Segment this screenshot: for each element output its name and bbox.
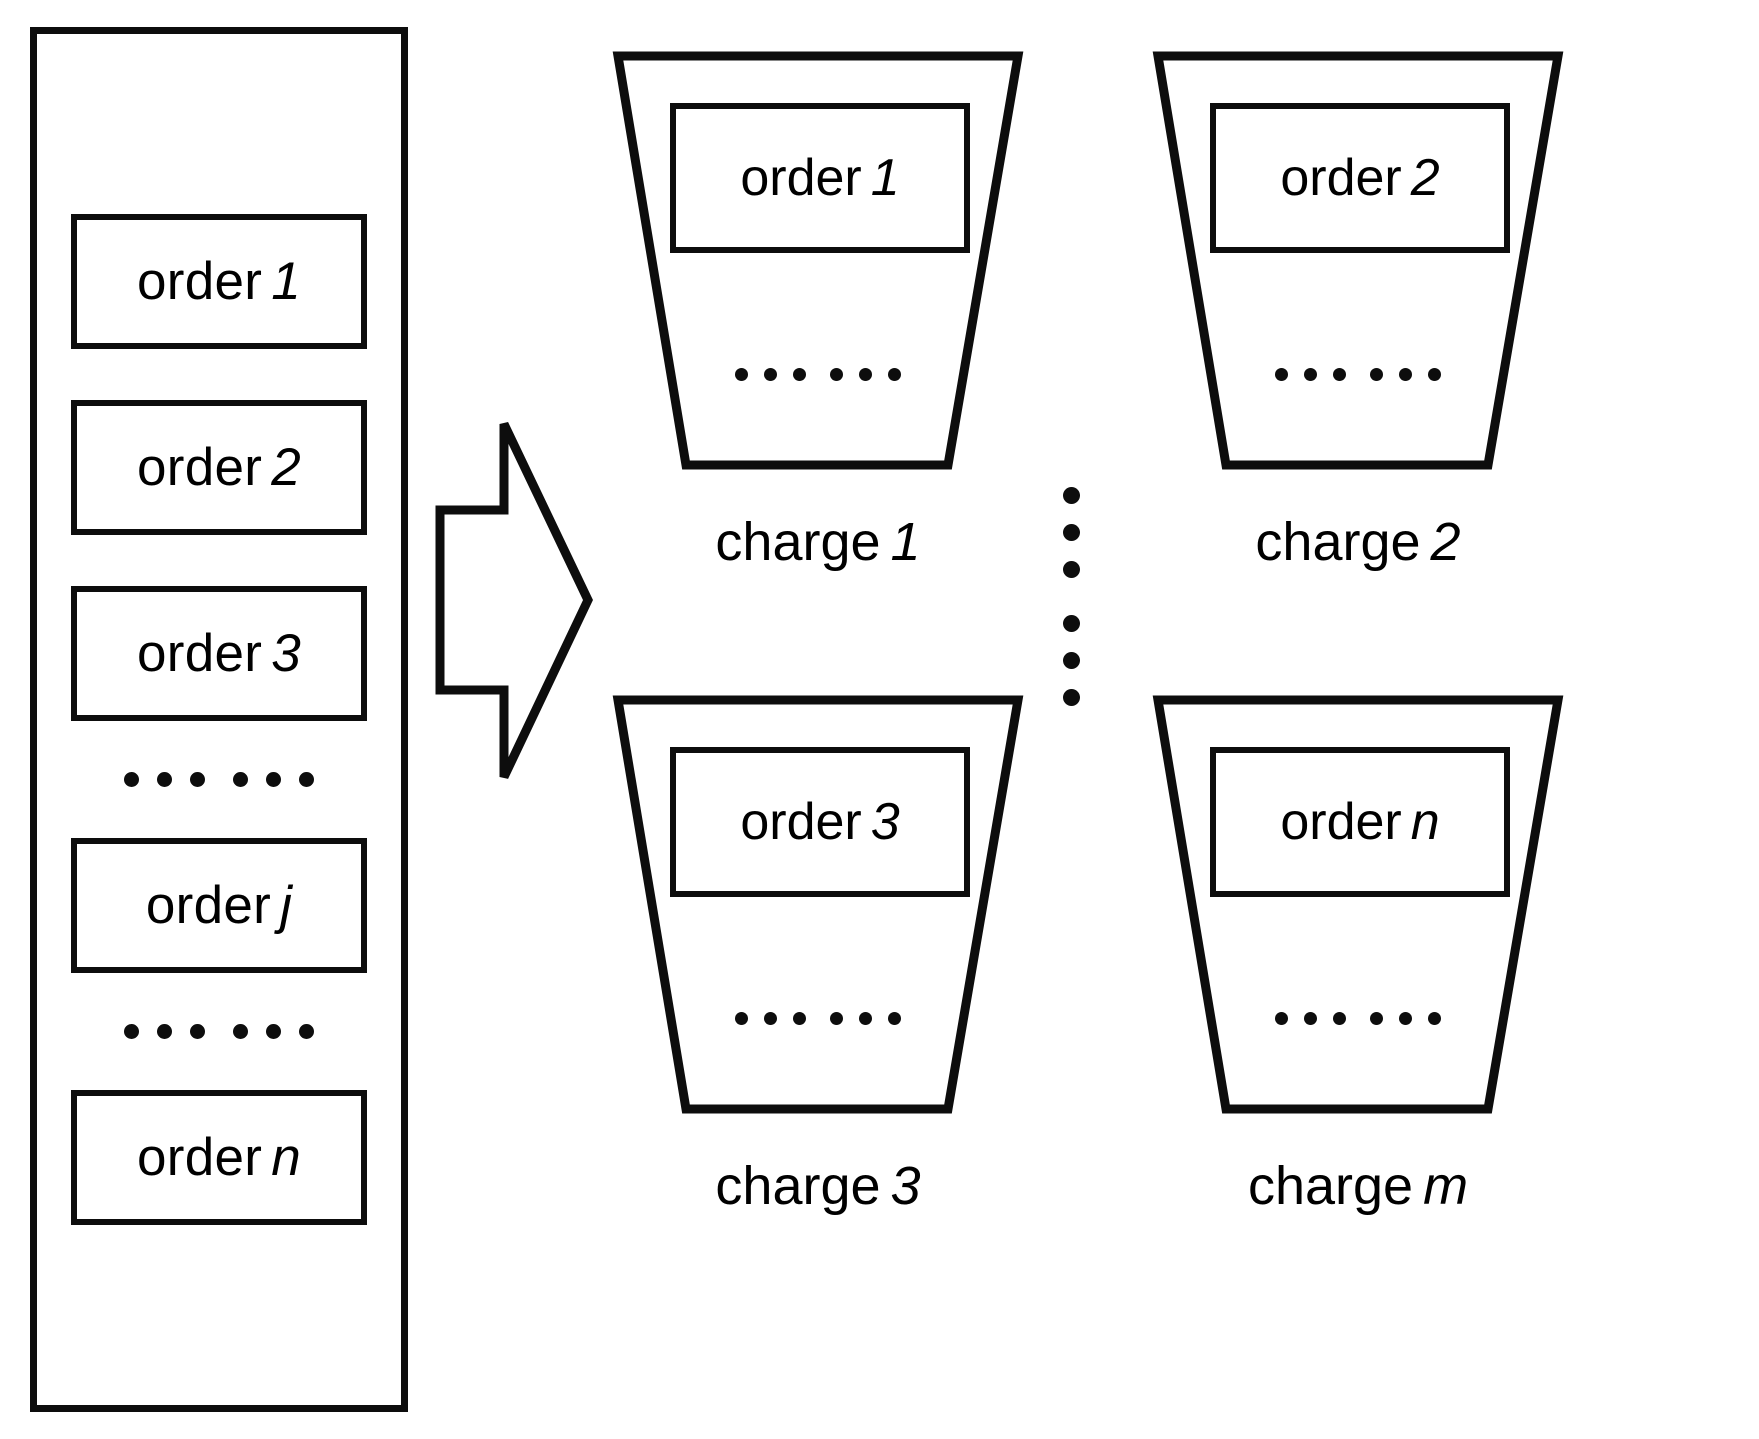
charge-order-label: order	[740, 793, 862, 851]
charge-order-label: order	[1280, 793, 1402, 851]
charge-order-index: 3	[870, 793, 900, 851]
order-item-label: order	[136, 438, 263, 497]
order-list-ellipsis	[124, 1024, 314, 1039]
order-item-label: order	[145, 876, 272, 935]
order-list-ellipsis	[124, 772, 314, 787]
charge-caption-label: charge	[1255, 512, 1421, 572]
charge-caption-index: 3	[890, 1156, 921, 1216]
charge-caption-label: charge	[715, 1156, 881, 1216]
charge-ellipsis	[608, 368, 1028, 381]
order-item-index: 2	[271, 438, 301, 497]
charge-order-index: 2	[1410, 149, 1440, 207]
charge-caption-label: charge	[715, 512, 881, 572]
charge-order-index: 1	[870, 149, 900, 207]
order-item-label: order	[136, 1128, 263, 1187]
charge-order-index: n	[1410, 793, 1440, 851]
charge-order-label: order	[740, 149, 862, 207]
charge-ellipsis	[608, 1012, 1028, 1025]
order-item-index: 3	[271, 624, 301, 683]
charge-caption-index: m	[1423, 1156, 1469, 1216]
order-item-index: n	[271, 1128, 301, 1187]
charge-order-label: order	[1280, 149, 1402, 207]
order-item-index: 1	[271, 252, 301, 311]
charge-ellipsis	[1148, 1012, 1568, 1025]
order-item-index: j	[280, 876, 293, 935]
order-item-label: order	[136, 252, 263, 311]
right-arrow-icon	[432, 418, 594, 783]
vertical-ellipsis	[1063, 487, 1080, 706]
charge-caption-label: charge	[1247, 1156, 1414, 1216]
charge-caption-index: 1	[890, 512, 921, 572]
order-item-label: order	[136, 624, 263, 683]
charge-ellipsis	[1148, 368, 1568, 381]
charge-caption-index: 2	[1430, 512, 1461, 572]
